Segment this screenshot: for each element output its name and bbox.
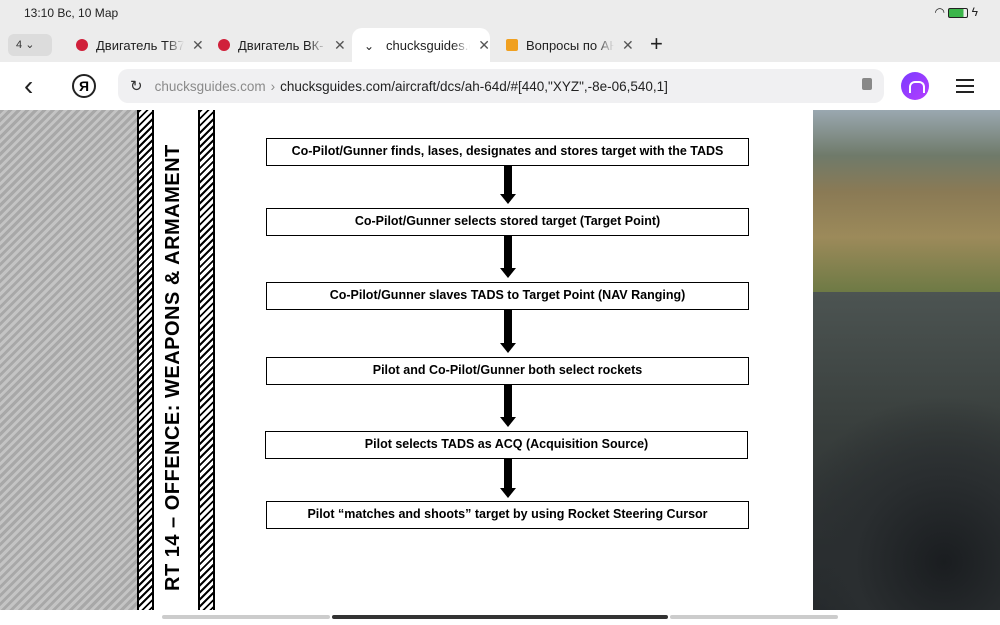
chucksguides-favicon-icon: ⌄ (364, 39, 375, 53)
tab-title: chucksguides.c (386, 37, 471, 53)
tab-count: 4 (16, 39, 23, 51)
tab-chucksguides[interactable]: ⌄ chucksguides.c ✕ (352, 28, 490, 62)
close-icon[interactable]: ✕ (192, 36, 204, 53)
menu-icon[interactable] (956, 79, 974, 93)
alice-assistant-button[interactable] (901, 72, 929, 100)
arrow-down (500, 236, 516, 278)
hatched-background (0, 110, 137, 610)
hatched-stripe (137, 110, 154, 610)
flow-step: Co-Pilot/Gunner slaves TADS to Target Po… (266, 282, 749, 310)
chevron-down-icon: ⌄ (25, 39, 35, 51)
tab-title: Вопросы по АН (526, 37, 614, 53)
tab-bar: 4 ⌄ Двигатель ТВ7 ✕ Двигатель ВК- ✕ ⌄ chuck… (0, 28, 1000, 62)
tab-dvigatel-vk[interactable]: Двигатель ВК- ✕ (206, 28, 346, 62)
favicon-icon (506, 39, 518, 51)
url-domain: chucksguides.com (154, 78, 266, 94)
battery-charging-icon (948, 7, 969, 18)
section-title-vertical: RT 14 – OFFENCE: WEAPONS & ARMAMENT (162, 144, 184, 591)
flow-step: Co-Pilot/Gunner finds, lases, designates… (266, 138, 749, 166)
tab-title: Двигатель ТВ7 (96, 37, 184, 53)
flow-step: Pilot “matches and shoots” target by usi… (266, 501, 749, 529)
flow-step: Pilot selects TADS as ACQ (Acquisition S… (265, 431, 748, 459)
status-time: 13:10 Вс, 10 Мар (24, 6, 119, 20)
tab-title: Двигатель ВК- (238, 37, 324, 53)
arrow-down (500, 166, 516, 204)
hatched-stripe (198, 110, 215, 610)
lock-icon[interactable] (862, 78, 872, 90)
back-button[interactable]: ‹ (24, 70, 34, 101)
gesture-bar[interactable] (332, 615, 668, 619)
status-icons: ◠ ϟ (934, 5, 978, 19)
tab-dvigatel-tv7[interactable]: Двигатель ТВ7 ✕ (64, 28, 204, 62)
wifi-icon: ◠ (934, 5, 945, 19)
section-sidebar: RT 14 – OFFENCE: WEAPONS & ARMAMENT (154, 110, 198, 610)
rocket-pod-image (813, 292, 1000, 610)
close-icon[interactable]: ✕ (622, 36, 634, 53)
arrow-down (500, 385, 516, 427)
url-field[interactable]: ↻ chucksguides.com › chucksguides.com/ai… (118, 69, 884, 103)
reload-icon[interactable]: ↻ (130, 78, 143, 95)
new-tab-button[interactable]: + (650, 31, 663, 56)
flow-step: Pilot and Co-Pilot/Gunner both select ro… (266, 357, 749, 385)
page-content: RT 14 – OFFENCE: WEAPONS & ARMAMENT Co-P… (0, 110, 1000, 610)
close-icon[interactable]: ✕ (334, 36, 346, 53)
url-separator: › (270, 78, 276, 94)
favicon-icon (76, 39, 88, 51)
address-bar-row: ‹ Я ↻ chucksguides.com › chucksguides.co… (0, 62, 1000, 110)
status-bar: 13:10 Вс, 10 Мар ◠ ϟ (0, 0, 1000, 28)
close-icon[interactable]: ✕ (478, 36, 490, 53)
flow-step: Co-Pilot/Gunner selects stored target (T… (266, 208, 749, 236)
url-text: chucksguides.com/aircraft/dcs/ah-64d/#[4… (280, 78, 668, 94)
tab-voprosy[interactable]: Вопросы по АН ✕ (494, 28, 634, 62)
yandex-logo-button[interactable]: Я (72, 74, 96, 98)
scrollbar-left (162, 615, 330, 619)
flowchart: Co-Pilot/Gunner finds, lases, designates… (216, 110, 813, 610)
arrow-down (500, 459, 516, 498)
tab-count-button[interactable]: 4 ⌄ (8, 34, 52, 56)
favicon-icon (218, 39, 230, 51)
charging-icon: ϟ (971, 5, 978, 19)
scrollbar-right (670, 615, 838, 619)
helicopter-landscape-image (813, 110, 1000, 292)
arrow-down (500, 310, 516, 353)
